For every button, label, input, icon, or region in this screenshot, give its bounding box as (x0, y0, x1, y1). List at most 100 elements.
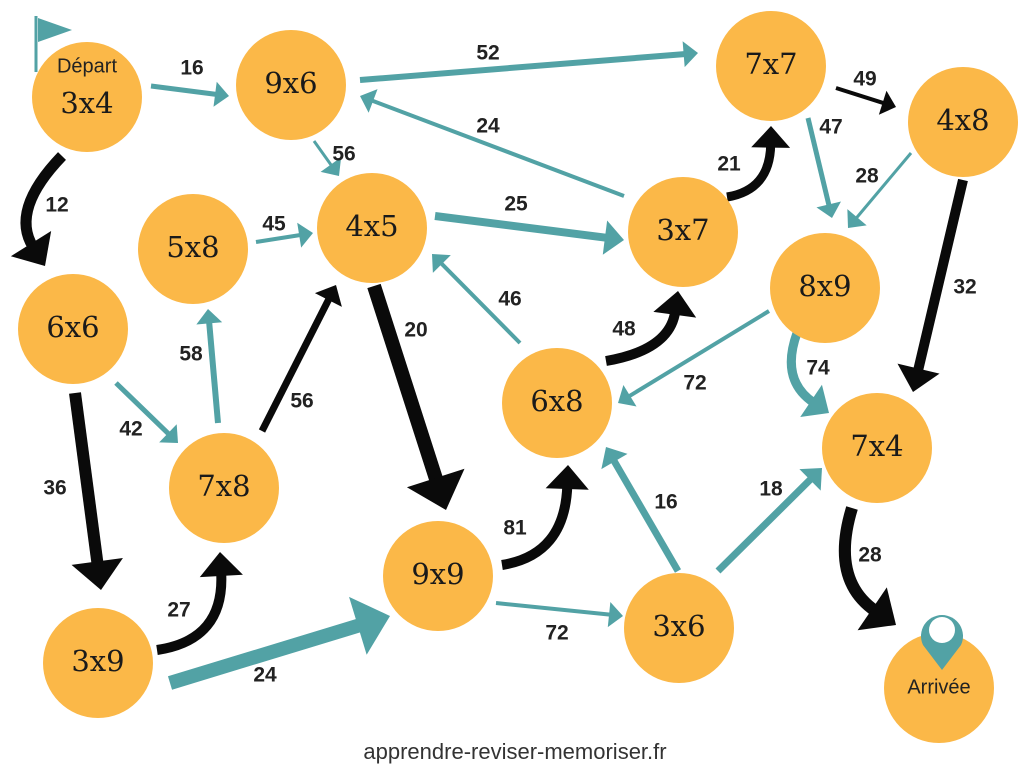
node-multiplication: 8x9 (798, 269, 851, 303)
edge-line (255, 232, 302, 244)
edge-line (150, 83, 218, 97)
edge-label: 20 (404, 319, 427, 342)
edge-arrowhead (196, 309, 223, 325)
edge-line (854, 152, 913, 220)
edges-layer: 1652492456472812452521322046485872745642… (10, 41, 977, 690)
node-7x4: 7x4 (822, 393, 932, 503)
edge-arrowhead (897, 363, 940, 392)
node-circle (884, 633, 994, 743)
node-multiplication: 3x9 (71, 644, 124, 678)
node-3x6: 3x6 (624, 573, 734, 683)
edge-line (912, 178, 968, 374)
node-8x9: 8x9 (770, 233, 880, 343)
edge-label: 81 (503, 517, 527, 540)
edge-n34-to-n66: 12 (10, 152, 69, 266)
edge-label: 12 (45, 194, 68, 217)
edge-label: 52 (476, 42, 499, 65)
edge-arrowhead (601, 447, 628, 470)
edge-label: 27 (167, 599, 190, 622)
edge-label: 56 (332, 143, 355, 166)
edge-line (114, 381, 172, 437)
edge-label: 16 (654, 491, 677, 514)
edge-n89-to-n74: 74 (786, 331, 830, 418)
edge-arrowhead (432, 254, 451, 273)
edge-n48-to-n74: 32 (897, 178, 977, 392)
node-6x6: 6x6 (18, 274, 128, 384)
node-4x8: 4x8 (908, 67, 1018, 177)
edge-line (715, 475, 815, 574)
edge-arrowhead (878, 90, 896, 115)
node-arrivee: Arrivée (884, 633, 994, 743)
edge-label: 45 (262, 213, 286, 236)
edge-arrowhead (159, 424, 178, 443)
edge-label: 58 (179, 343, 203, 366)
edge-arrowhead (682, 41, 698, 68)
edge-line (605, 310, 681, 366)
map-pin-icon (921, 615, 963, 670)
edge-arrowhead (297, 222, 313, 248)
node-circle (716, 11, 826, 121)
node-circle (32, 42, 142, 152)
edge-arrowhead (314, 285, 342, 307)
edge-n68-to-n45: 46 (432, 254, 522, 345)
node-5x8: 5x8 (138, 194, 248, 304)
node-multiplication: 4x8 (936, 103, 989, 137)
edge-line (835, 86, 886, 106)
node-circle (822, 393, 932, 503)
edge-n37-to-n96: 24 (360, 89, 625, 198)
edge-arrowhead (799, 468, 822, 491)
edge-n74-to-nEnd: 28 (838, 506, 896, 631)
edge-arrowhead (360, 89, 378, 113)
node-circle (502, 348, 612, 458)
edge-arrowhead (213, 81, 229, 107)
edge-line (258, 296, 333, 433)
edge-line (501, 485, 573, 570)
node-circle (236, 30, 346, 140)
node-caption: Arrivée (907, 676, 970, 698)
edge-n77-to-n89: 47 (805, 116, 843, 218)
node-multiplication: 9x6 (264, 66, 317, 100)
node-multiplication: 3x4 (60, 86, 113, 120)
edge-n96-to-n45: 56 (312, 140, 356, 176)
node-multiplication: 9x9 (411, 557, 464, 591)
node-circle (383, 521, 493, 631)
edge-n34-to-n96: 16 (150, 57, 229, 107)
node-circle (169, 433, 279, 543)
edge-arrowhead (602, 220, 624, 255)
node-multiplication: 6x6 (46, 310, 99, 344)
edge-label: 74 (806, 357, 830, 380)
node-circle (628, 177, 738, 287)
edge-line (156, 572, 227, 655)
flag-icon (34, 16, 72, 72)
edge-label: 56 (290, 390, 313, 413)
node-9x6: 9x6 (236, 30, 346, 140)
node-3x7: 3x7 (628, 177, 738, 287)
node-multiplication: 3x6 (652, 609, 705, 643)
node-multiplication: 3x7 (656, 213, 709, 247)
edge-n66-to-n78: 42 (114, 381, 178, 443)
edge-label: 47 (819, 116, 842, 139)
edge-line (359, 50, 687, 83)
edge-n99-to-n36: 72 (495, 601, 623, 645)
node-multiplication: 7x7 (744, 47, 797, 81)
node-multiplication: 7x8 (197, 469, 250, 503)
edge-arrowhead (653, 291, 697, 318)
edge-label: 36 (43, 477, 66, 500)
node-circle (624, 573, 734, 683)
edge-arrowhead (10, 231, 52, 266)
edge-n39-to-n78: 27 (156, 552, 243, 655)
edge-n68-to-n37: 48 (605, 291, 697, 366)
edge-line (438, 261, 522, 345)
edge-arrowhead (406, 468, 465, 510)
edge-n36-to-n68: 16 (601, 447, 682, 573)
edge-arrowhead (320, 157, 342, 176)
node-6x8: 6x8 (502, 348, 612, 458)
edge-n45-to-n99: 20 (367, 283, 465, 510)
node-7x8: 7x8 (169, 433, 279, 543)
edge-n78-to-n58: 58 (179, 309, 223, 424)
node-multiplication: 4x5 (345, 209, 398, 243)
node-circle (770, 233, 880, 343)
